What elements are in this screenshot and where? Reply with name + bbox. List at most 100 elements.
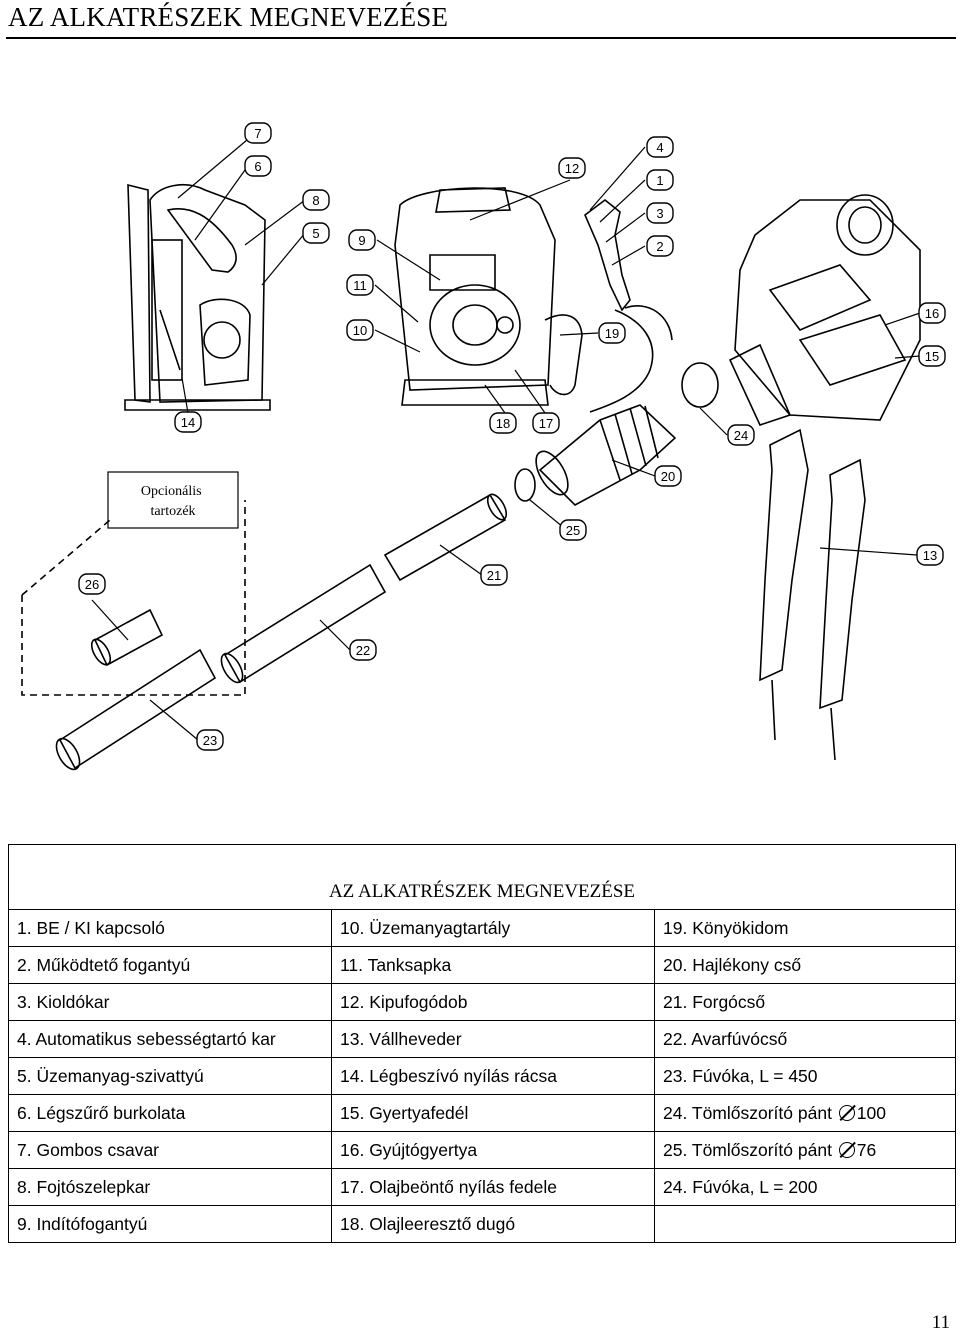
- callout-badge: [348, 229, 376, 251]
- table-row: 8. Fojtószelepkar 17. Olajbeöntő nyílás …: [8, 1168, 956, 1206]
- table-cell: 24. Fúvóka, L = 200: [654, 1168, 956, 1206]
- callout-9: 9: [348, 229, 376, 251]
- page-title: AZ ALKATRÉSZEK MEGNEVEZÉSE: [8, 2, 449, 32]
- table-cell: 11. Tanksapka: [331, 946, 655, 984]
- table-cell: 2. Működtető fogantyú: [8, 946, 332, 984]
- callout-badge: [654, 465, 682, 487]
- flexible-hose: [535, 404, 677, 506]
- hose-clamp-24: [681, 362, 719, 408]
- callout-23: 23: [196, 729, 224, 751]
- table-cell: 8. Fojtószelepkar: [8, 1168, 332, 1206]
- blower-rear-view: [728, 194, 921, 426]
- callout-number: 17: [539, 416, 553, 431]
- callout-badge: [598, 322, 626, 344]
- diameter-value: 100: [856, 1102, 886, 1123]
- callout-badge: [918, 302, 946, 324]
- callout-badge: [302, 222, 330, 244]
- callout-22: 22: [349, 639, 377, 661]
- callout-20: 20: [654, 465, 682, 487]
- callout-number: 5: [312, 226, 319, 241]
- callout-badge: [78, 573, 106, 595]
- callout-badge: [646, 235, 674, 257]
- callout-number: 12: [565, 161, 579, 176]
- callout-badge: [559, 519, 587, 541]
- callout-12: 12: [558, 157, 586, 179]
- callout-21: 21: [480, 564, 508, 586]
- table-cell: 5. Üzemanyag-szivattyú: [8, 1057, 332, 1095]
- title-rule: [6, 37, 956, 39]
- callout-10: 10: [346, 319, 374, 341]
- table-cell: 16. Gyújtógyertya: [331, 1131, 655, 1169]
- callout-3: 3: [646, 202, 674, 224]
- parts-table: AZ ALKATRÉSZEK MEGNEVEZÉSE 1. BE / KI ka…: [8, 844, 956, 1243]
- table-cell: 20. Hajlékony cső: [654, 946, 956, 984]
- callout-26: 26: [78, 573, 106, 595]
- table-cell: 23. Fúvóka, L = 450: [654, 1057, 956, 1095]
- nozzle-23: [58, 648, 217, 770]
- callout-4: 4: [646, 136, 674, 158]
- callout-number: 22: [356, 643, 370, 658]
- table-cell: 13. Vállheveder: [331, 1020, 655, 1058]
- callout-18: 18: [489, 412, 517, 434]
- table-row: 3. Kioldókar 12. Kipufogódob 21. Forgócs…: [8, 983, 956, 1021]
- table-cell: 15. Gyertyafedél: [331, 1094, 655, 1132]
- callout-number: 13: [923, 548, 937, 563]
- table-cell: 3. Kioldókar: [8, 983, 332, 1021]
- callout-badge: [480, 564, 508, 586]
- pipe-22: [223, 563, 387, 684]
- pipe-21: [383, 493, 507, 582]
- callout-badge: [727, 424, 755, 446]
- callout-17: 17: [532, 412, 560, 434]
- cell-text: 25. Tömlőszorító pánt: [663, 1139, 837, 1160]
- callout-badge: [174, 411, 202, 433]
- callout-badge: [489, 412, 517, 434]
- callout-number: 23: [203, 733, 217, 748]
- callout-number: 1: [656, 173, 663, 188]
- callout-19: 19: [598, 322, 626, 344]
- callout-6: 6: [244, 155, 272, 177]
- table-cell: [654, 1205, 956, 1243]
- callout-number: 8: [312, 193, 319, 208]
- throttle-handle: [584, 198, 673, 413]
- callout-number: 14: [181, 415, 195, 430]
- parts-diagram: Opcionális tartozék 76859111012413219161…: [21, 122, 946, 771]
- callout-number: 2: [656, 239, 663, 254]
- callout-24: 24: [727, 424, 755, 446]
- callout-badge: [302, 189, 330, 211]
- callout-number: 4: [656, 140, 663, 155]
- callout-number: 26: [85, 577, 99, 592]
- table-row: 1. BE / KI kapcsoló 10. Üzemanyagtartály…: [8, 909, 956, 947]
- callout-number: 24: [734, 428, 748, 443]
- table-cell: 18. Olajleeresztő dugó: [331, 1205, 655, 1243]
- callout-number: 16: [925, 306, 939, 321]
- table-cell: 6. Légszűrő burkolata: [8, 1094, 332, 1132]
- table-cell: 4. Automatikus sebességtartó kar: [8, 1020, 332, 1058]
- table-row: 2. Működtető fogantyú 11. Tanksapka 20. …: [8, 946, 956, 984]
- table-cell: 21. Forgócső: [654, 983, 956, 1021]
- callout-badge: [346, 274, 374, 296]
- callout-2: 2: [646, 235, 674, 257]
- callout-11: 11: [346, 274, 374, 296]
- table-cell: 10. Üzemanyagtartály: [331, 909, 655, 947]
- callout-number: 7: [254, 126, 261, 141]
- callout-badge: [646, 202, 674, 224]
- table-cell: 14. Légbeszívó nyílás rácsa: [331, 1057, 655, 1095]
- callout-badge: [532, 412, 560, 434]
- callout-number: 25: [566, 523, 580, 538]
- callout-15: 15: [918, 345, 946, 367]
- callout-number: 21: [487, 568, 501, 583]
- optional-label-line1: Opcionális: [141, 484, 202, 499]
- callout-number: 6: [254, 159, 261, 174]
- callout-number: 9: [358, 233, 365, 248]
- table-cell: 22. Avarfúvócső: [654, 1020, 956, 1058]
- table-cell: 24. Tömlőszorító pánt 100: [654, 1094, 956, 1132]
- diameter-icon: [838, 1141, 855, 1158]
- callout-7: 7: [244, 122, 272, 144]
- callout-number: 20: [661, 469, 675, 484]
- shoulder-strap-right: [819, 458, 866, 761]
- callout-8: 8: [302, 189, 330, 211]
- callout-badge: [196, 729, 224, 751]
- callout-5: 5: [302, 222, 330, 244]
- table-row: 9. Indítófogantyú 18. Olajleeresztő dugó: [8, 1205, 956, 1243]
- table-cell: 19. Könyökidom: [654, 909, 956, 947]
